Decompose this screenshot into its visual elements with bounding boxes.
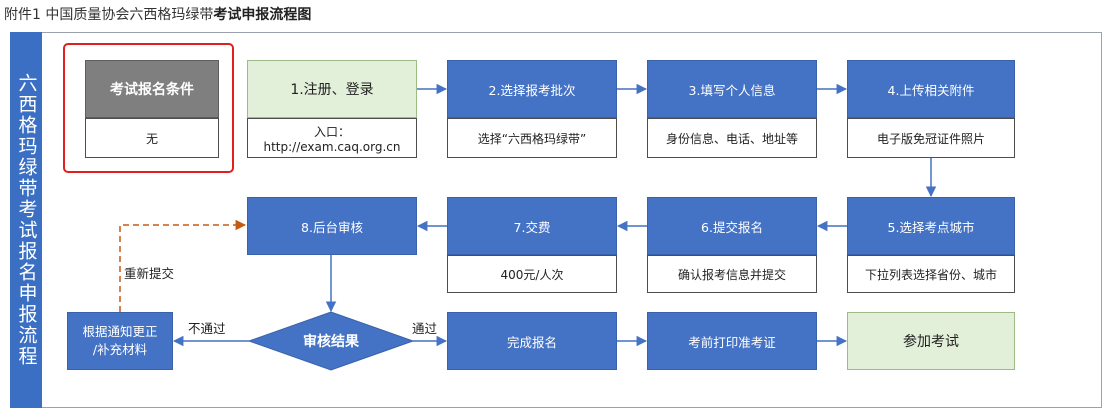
caption-prefix: 附件1 中国质量协会六西格玛绿带 bbox=[4, 7, 214, 23]
step-5-detail: 下拉列表选择省份、城市 bbox=[847, 255, 1015, 293]
step-4-detail: 电子版免冠证件照片 bbox=[847, 118, 1015, 158]
decision-label: 审核结果 bbox=[303, 334, 359, 350]
conditions-value: 无 bbox=[85, 118, 219, 158]
conditions-title: 考试报名条件 bbox=[85, 60, 219, 118]
step-8-title: 8.后台审核 bbox=[247, 197, 417, 255]
conditions-highlight bbox=[63, 43, 234, 173]
step-7-detail: 400元/人次 bbox=[447, 255, 617, 293]
step-5-title: 5.选择考点城市 bbox=[847, 197, 1015, 255]
step-1-detail: 入口：http://exam.caq.org.cn bbox=[247, 118, 417, 158]
step-6-detail: 确认报考信息并提交 bbox=[647, 255, 817, 293]
vertical-title: 六西格玛绿带考试报名申报流程 bbox=[15, 73, 38, 367]
fail-label: 不通过 bbox=[188, 321, 226, 336]
pass-label: 通过 bbox=[412, 321, 438, 336]
step-4-title: 4.上传相关附件 bbox=[847, 60, 1015, 118]
step-7-title: 7.交费 bbox=[447, 197, 617, 255]
step-3-detail: 身份信息、电话、地址等 bbox=[647, 118, 817, 158]
step-2-title: 2.选择报考批次 bbox=[447, 60, 617, 118]
caption-bold-title: 考试申报流程图 bbox=[213, 7, 312, 23]
complete-registration-box: 完成报名 bbox=[447, 312, 617, 370]
resubmit-label: 重新提交 bbox=[124, 266, 175, 281]
decision-diamond bbox=[247, 311, 415, 371]
step-1-title: 1.注册、登录 bbox=[247, 60, 417, 118]
vertical-title-bar: 六西格玛绿带考试报名申报流程 bbox=[10, 32, 42, 408]
resubmit-dashed-arrow bbox=[119, 219, 247, 312]
correct-materials-box: 根据通知更正 /补充材料 bbox=[67, 312, 173, 370]
page-caption: 附件1 中国质量协会六西格玛绿带考试申报流程图 bbox=[4, 4, 311, 24]
step-3-title: 3.填写个人信息 bbox=[647, 60, 817, 118]
step-6-title: 6.提交报名 bbox=[647, 197, 817, 255]
print-ticket-box: 考前打印准考证 bbox=[647, 312, 817, 370]
step-2-detail: 选择“六西格玛绿带” bbox=[447, 118, 617, 158]
take-exam-box: 参加考试 bbox=[847, 312, 1015, 370]
